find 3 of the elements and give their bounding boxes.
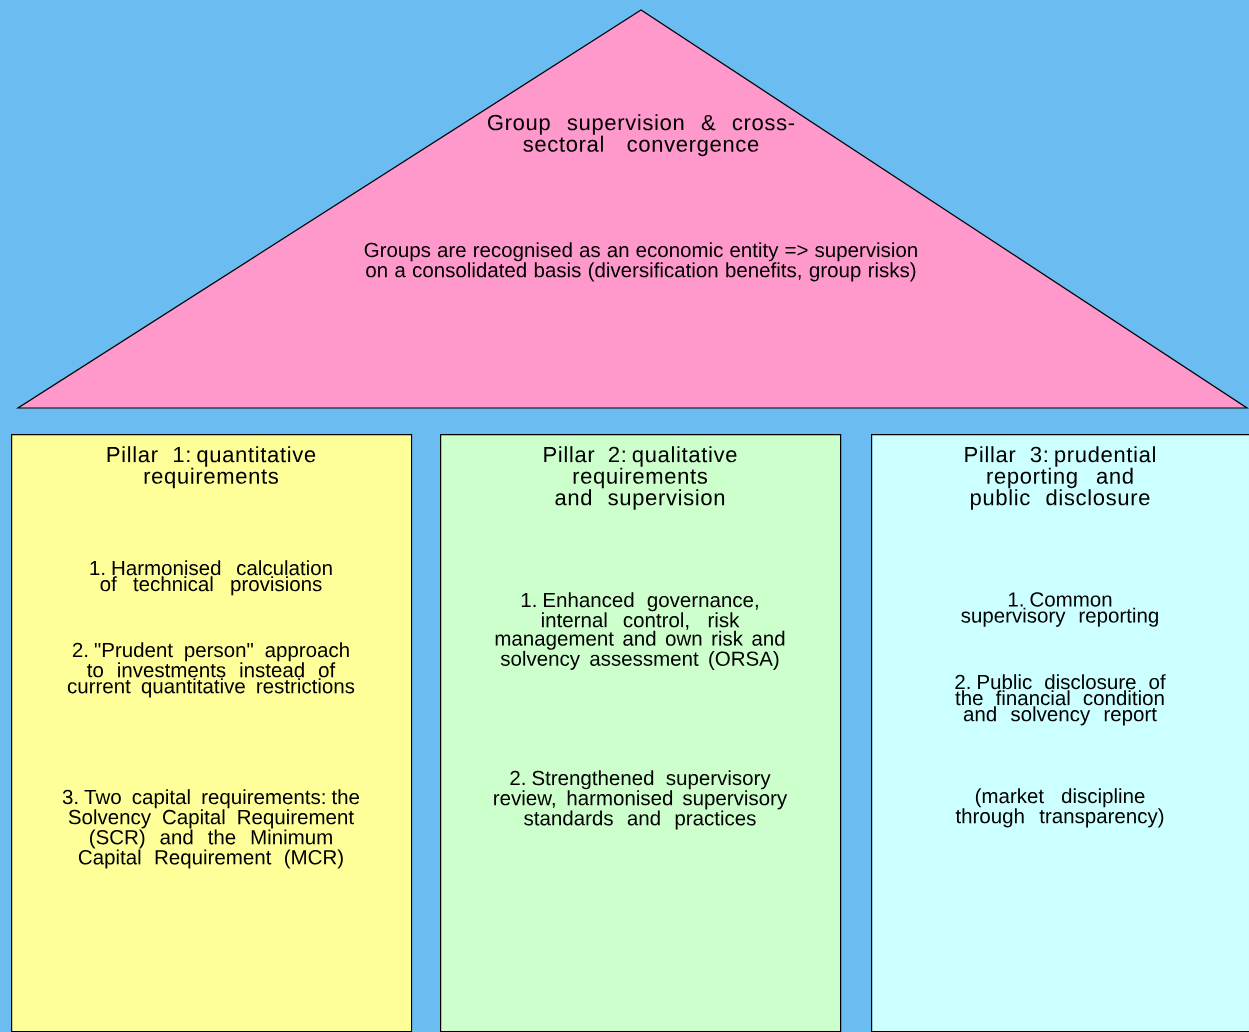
pillar-box: Pillar 1: quantitative requirements 1. Harmonised calculation of technical provisions 2. "Prudent person" approach to investments instead of current quantitative restrictions 3. Two capital requirements: the Solvency Capital Requirement (SCR) and the Minimum Capital Requirement (MCR) — [11, 433, 413, 1032]
pillar-box: Pillar 2: qualitative requirements and supervision 1. Enhanced governance, internal control, risk management and own risk and solvency assessment (ORSA) 2. Strengthened supervisory review, harmonised supervisory standards and practices — [440, 433, 842, 1032]
pillar-box: Pillar 3: prudential reporting and public disclosure 1. Common supervisory reporting 2. Public disclosure of the financial condition and solvency report (market discipline through transparency) — [871, 433, 1249, 1032]
